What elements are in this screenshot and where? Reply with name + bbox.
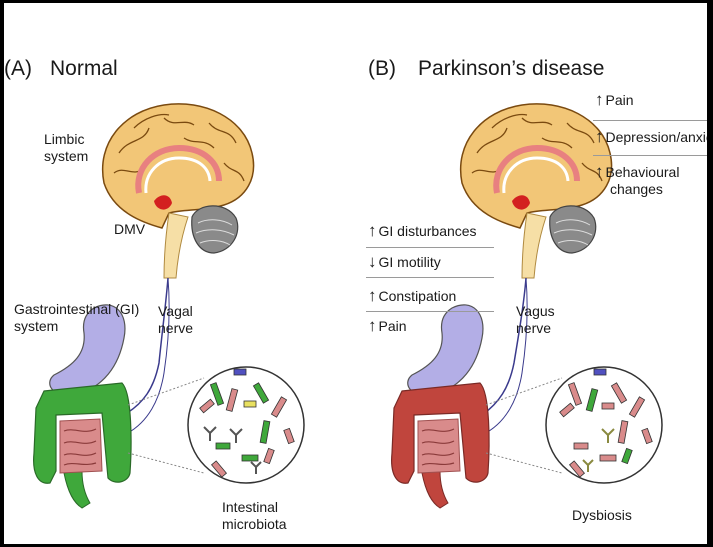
brain-effect-behaviour: ↑ Behavioural [595,162,680,181]
label-limbic: Limbic [44,131,85,147]
stomach-normal [49,304,126,396]
brain-effect-depression: ↑ Depression/anxiety [595,127,707,146]
label-dysbiosis: Dysbiosis [572,507,632,523]
panel-b-letter: (B) [368,57,396,80]
label-limbic-system: system [44,148,89,164]
label-vagal: Vagal [158,303,193,319]
label-vagus-nerve: nerve [516,320,552,336]
label-vagal-nerve: nerve [158,320,194,336]
arrow-up-icon: ↑ [595,162,604,181]
gut-effect-gi-disturbances: ↑ GI disturbances [368,221,477,240]
brain-pd-illustration [461,104,612,278]
vagal-nerve-line [123,277,169,416]
gut-effect-gi-motility: ↓ GI motility [368,252,441,271]
arrow-up-icon: ↑ [368,316,377,335]
figure-panel: (A) Normal Limbic system DMV Gastrointes… [4,3,707,544]
panel-a-letter: (A) [4,57,32,80]
divider [593,155,707,156]
arrow-up-icon: ↑ [368,221,377,240]
label-intestinal: Intestinal [222,499,279,515]
small-intestine-pd [417,418,461,474]
gut-effect-constipation: ↑ Constipation [368,286,457,305]
intestine-normal [33,382,132,484]
stomach-pd [407,304,484,396]
microbiota-normal-circle [187,366,305,484]
intestine-pd [391,382,490,484]
small-intestine-normal [59,418,103,474]
vagus-nerve-line [481,277,527,416]
arrow-up-icon: ↑ [595,127,604,146]
figure-artwork [33,3,663,509]
label-dmv: DMV [114,221,146,237]
brain-effect-pain: ↑ Pain [595,90,634,109]
divider [593,120,707,121]
brain-normal-illustration [103,104,254,278]
dysbiosis-circle [545,366,663,484]
divider [366,311,494,312]
panel-b-title: Parkinson’s disease [418,57,605,80]
divider [366,277,494,278]
divider [366,247,494,248]
label-gi-system-2: system [14,318,59,334]
label-vagus: Vagus [516,303,555,319]
label-gi-system: Gastrointestinal (GI) [14,301,140,317]
arrow-up-icon: ↑ [368,286,377,305]
brain-effect-behaviour-2: changes [610,181,663,197]
gut-effect-pain: ↑ Pain [368,316,407,335]
panel-a-title: Normal [50,57,118,80]
label-microbiota: microbiota [222,516,287,532]
arrow-down-icon: ↓ [368,252,377,271]
arrow-up-icon: ↑ [595,90,604,109]
